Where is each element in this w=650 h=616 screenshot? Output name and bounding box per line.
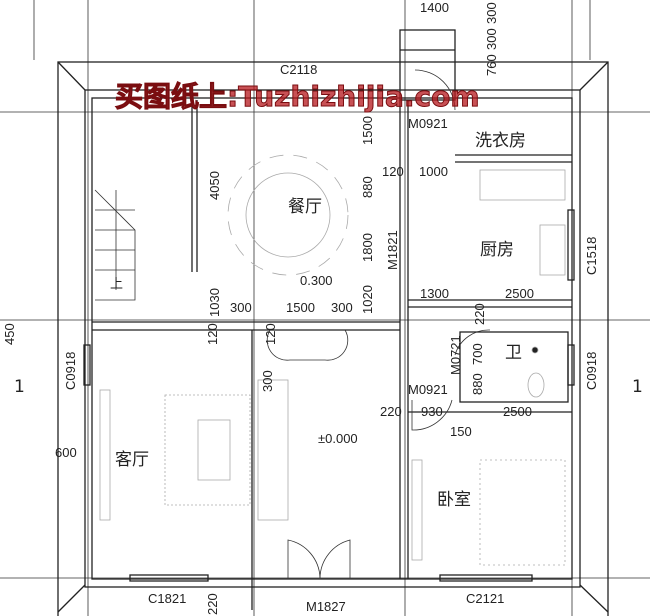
dimension-label: 700 xyxy=(470,343,485,365)
room-label-bedroom: 卧室 xyxy=(437,490,471,510)
window-label-c1821: C1821 xyxy=(148,591,186,606)
room-label-laundry: 洗衣房 xyxy=(475,131,526,151)
dimension-label: 1800 xyxy=(360,233,375,262)
door-label-m0921-back: M0921 xyxy=(408,116,448,131)
window-label-c0918-living: C0918 xyxy=(63,352,78,390)
dimension-label: 300 xyxy=(260,370,275,392)
room-label-dining: 餐厅 xyxy=(288,197,322,217)
dimension-label: 880 xyxy=(470,373,485,395)
elevation-living: ±0.000 xyxy=(318,431,358,446)
dimension-label: 1500 xyxy=(286,300,315,315)
window-label-c2121: C2121 xyxy=(466,591,504,606)
room-label-kitchen: 厨房 xyxy=(480,240,514,260)
window-label-c2118: C2118 xyxy=(280,62,317,77)
elevation-dining: 0.300 xyxy=(300,273,333,288)
dimension-label: 300 xyxy=(484,28,499,50)
walls xyxy=(84,29,581,610)
dimension-label: 150 xyxy=(450,424,472,439)
dimension-label: 120 xyxy=(382,164,404,179)
dimension-label: 1300 xyxy=(420,286,449,301)
room-label-bathroom: 卫 xyxy=(505,343,522,363)
dimension-label: 120 xyxy=(263,323,278,345)
dimension-label: 120 xyxy=(205,323,220,345)
section-mark-right: 1 xyxy=(632,377,643,397)
window-label-c0918-bath: C0918 xyxy=(584,352,599,390)
dimension-label: 220 xyxy=(472,303,487,325)
stair-up-label: 上 xyxy=(110,276,123,291)
door-label-m1821: M1821 xyxy=(385,230,400,270)
furniture xyxy=(99,154,566,566)
dimension-label: 2500 xyxy=(503,404,532,419)
dimension-label: 1020 xyxy=(360,285,375,314)
dimension-label: 4050 xyxy=(207,171,222,200)
door-label-m0921-bedroom: M0921 xyxy=(408,382,448,397)
window-label-c1518: C1518 xyxy=(584,237,599,275)
dimension-label: 930 xyxy=(421,404,443,419)
dimension-label: 760 xyxy=(484,54,499,76)
section-mark-left: 1 xyxy=(14,377,25,397)
dimension-label: 300 xyxy=(484,2,499,24)
dimension-label: 300 xyxy=(331,300,353,315)
doors xyxy=(266,69,491,579)
dimension-label: 220 xyxy=(205,593,220,615)
dimension-label: 600 xyxy=(55,445,77,460)
windows xyxy=(83,209,575,582)
dimension-label: 1500 xyxy=(360,116,375,145)
stair xyxy=(94,189,136,301)
dimension-label: 220 xyxy=(380,404,402,419)
dimension-label: 1000 xyxy=(419,164,448,179)
dimension-label: 880 xyxy=(360,176,375,198)
door-label-m0721: M0721 xyxy=(448,335,463,375)
watermark: 买图纸上:Tuzhizhijia.com xyxy=(115,80,480,113)
dimension-label: 450 xyxy=(2,323,17,345)
dimension-label: 1400 xyxy=(420,0,449,15)
dimension-label: 2500 xyxy=(505,286,534,301)
roof-outline xyxy=(57,61,609,616)
dimension-label: 300 xyxy=(230,300,252,315)
door-label-m1827: M1827 xyxy=(306,599,346,614)
room-label-living: 客厅 xyxy=(115,450,149,470)
dimension-label: 1030 xyxy=(207,288,222,317)
